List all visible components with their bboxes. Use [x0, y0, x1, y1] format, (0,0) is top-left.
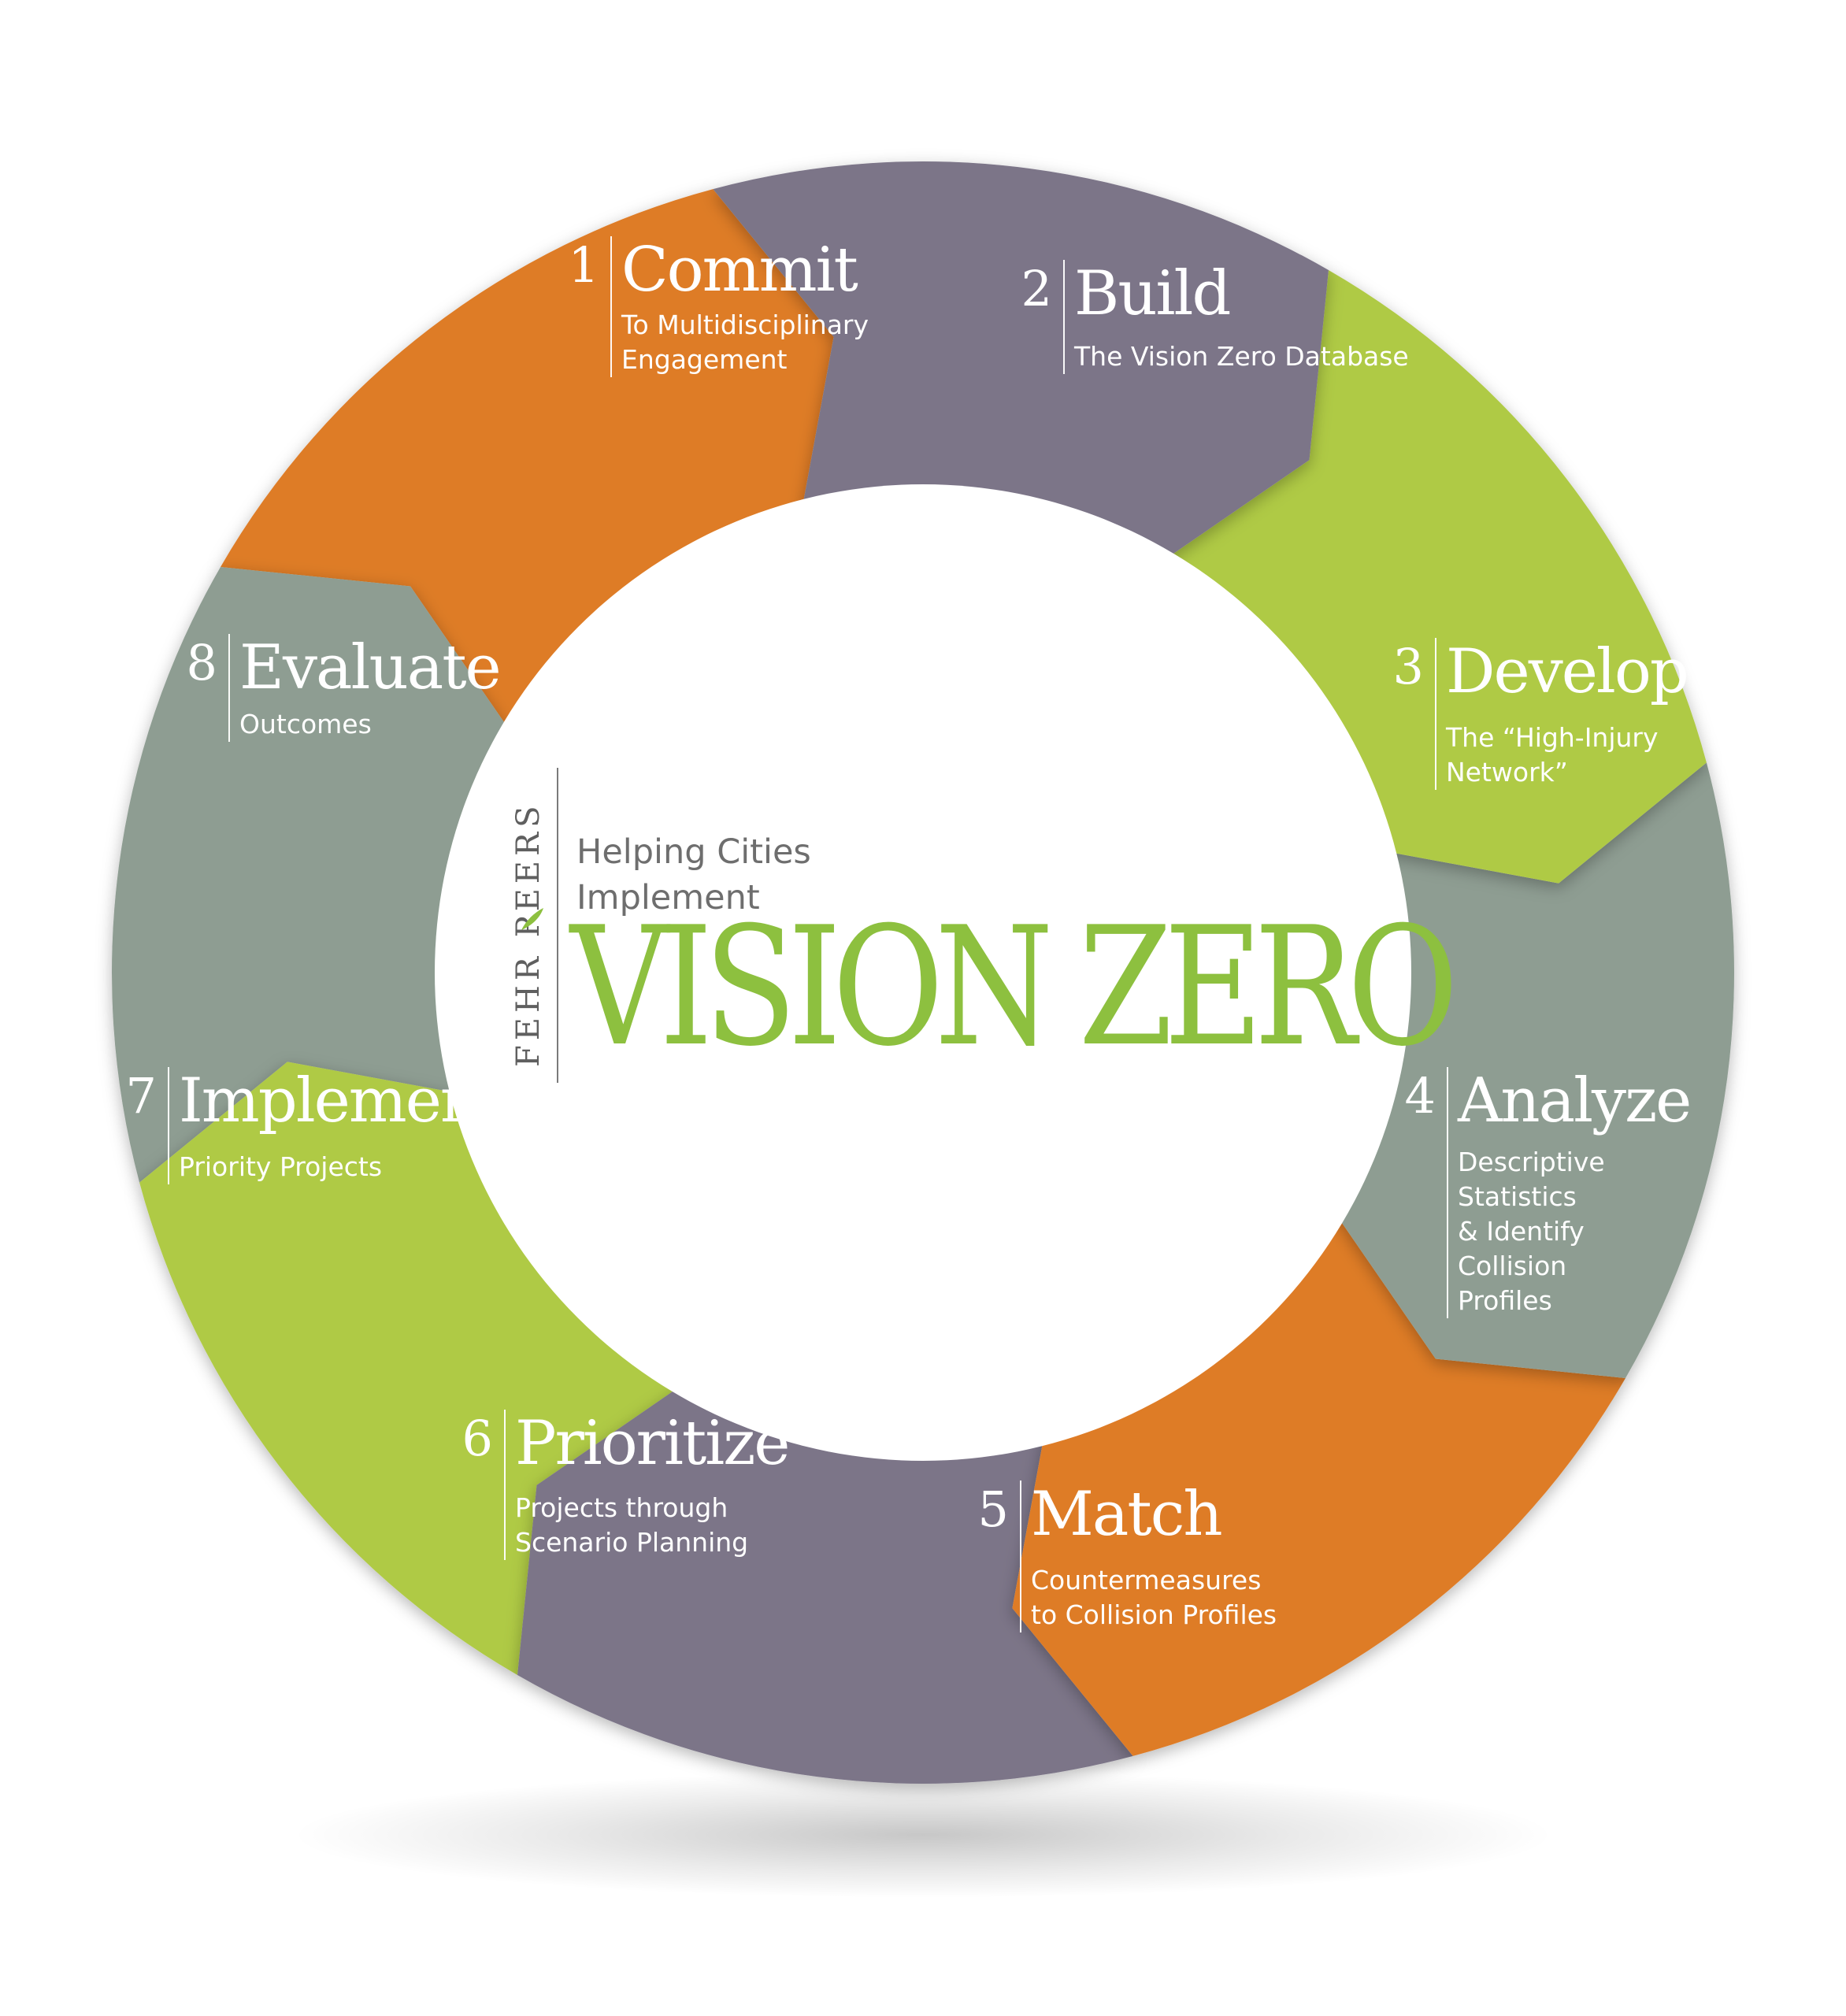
step-subtitle-line: The Vision Zero Database: [1074, 341, 1409, 372]
step-title: Commit: [621, 235, 858, 306]
step-title: Develop: [1446, 636, 1689, 707]
step-title: Analyze: [1458, 1065, 1692, 1136]
cycle-segments: [112, 161, 1734, 1784]
segment-match: [517, 1381, 1133, 1784]
step-number: 2: [1021, 260, 1052, 317]
step-commit: 1 Commit To Multidisciplinary Engagement: [569, 235, 869, 378]
step-title: Match: [1031, 1479, 1223, 1550]
vision-zero-title: VISION ZERO: [570, 892, 1459, 1083]
step-analyze: 4 Analyze Descriptive Statistics & Ident…: [1405, 1065, 1692, 1319]
center-branding: FEHR PEERS Helping Cities Implement VISI…: [504, 768, 1459, 1091]
brand-divider: [557, 768, 558, 1083]
step-number: 4: [1404, 1067, 1436, 1125]
fehr-peers-logo-text: FEHR PEERS: [510, 802, 547, 1068]
step-evaluate: 8 Evaluate Outcomes: [187, 632, 502, 743]
step-develop: 3 Develop The “High-Injury Network”: [1393, 636, 1689, 791]
step-subtitle-line: To Multidisciplinary: [621, 309, 869, 341]
tagline-line: Implement: [576, 878, 760, 917]
step-subtitle-line: to Collision Profiles: [1031, 1599, 1277, 1631]
step-number: 3: [1392, 638, 1424, 695]
leaf-icon: [521, 908, 543, 930]
step-subtitle-line: Statistics: [1458, 1181, 1577, 1213]
fehr-peers-logo: FEHR PEERS: [510, 802, 547, 1068]
segment-commit: [713, 161, 1329, 564]
step-subtitle-line: Network”: [1446, 757, 1568, 788]
step-title: Implement: [179, 1065, 503, 1136]
step-prioritize: 6 Prioritize Projects through Scenario P…: [462, 1408, 790, 1561]
step-implement: 7 Implement Priority Projects: [126, 1065, 503, 1185]
step-subtitle-line: Scenario Planning: [515, 1527, 749, 1558]
step-title: Evaluate: [239, 632, 502, 703]
step-number: 5: [977, 1480, 1009, 1538]
step-number: 7: [125, 1067, 157, 1125]
step-subtitle-line: Profiles: [1458, 1285, 1552, 1317]
segment-develop: [1332, 762, 1734, 1378]
center-tagline: Helping Cities Implement: [576, 829, 811, 921]
segment-evaluate: [221, 189, 834, 737]
step-title: Prioritize: [515, 1408, 790, 1479]
step-subtitle-line: Priority Projects: [179, 1151, 383, 1183]
step-subtitle-line: Projects through: [515, 1492, 728, 1524]
step-title: Build: [1074, 258, 1231, 329]
step-subtitle-line: The “High-Injury: [1446, 722, 1659, 754]
segment-prioritize: [139, 1062, 688, 1675]
ground-shadow: [293, 1772, 1553, 1898]
center-circle: [435, 484, 1411, 1461]
step-match: 5 Match Countermeasures to Collision Pro…: [978, 1479, 1277, 1633]
segment-implement: [112, 567, 514, 1183]
step-subtitle-line: Countermeasures: [1031, 1565, 1262, 1596]
step-subtitle-line: Outcomes: [239, 709, 372, 740]
step-subtitle-line: Engagement: [621, 344, 788, 376]
step-number: 8: [186, 634, 217, 691]
step-subtitle-line: Descriptive: [1458, 1147, 1605, 1178]
step-build: 2 Build The Vision Zero Database: [1021, 258, 1409, 375]
step-subtitle-line: & Identify: [1458, 1216, 1585, 1247]
segment-build: [1159, 270, 1707, 884]
step-number: 1: [568, 236, 599, 294]
step-number: 6: [462, 1410, 493, 1467]
segment-analyze: [1012, 1209, 1625, 1756]
tagline-line: Helping Cities: [576, 832, 811, 872]
step-subtitle-line: Collision: [1458, 1251, 1567, 1282]
